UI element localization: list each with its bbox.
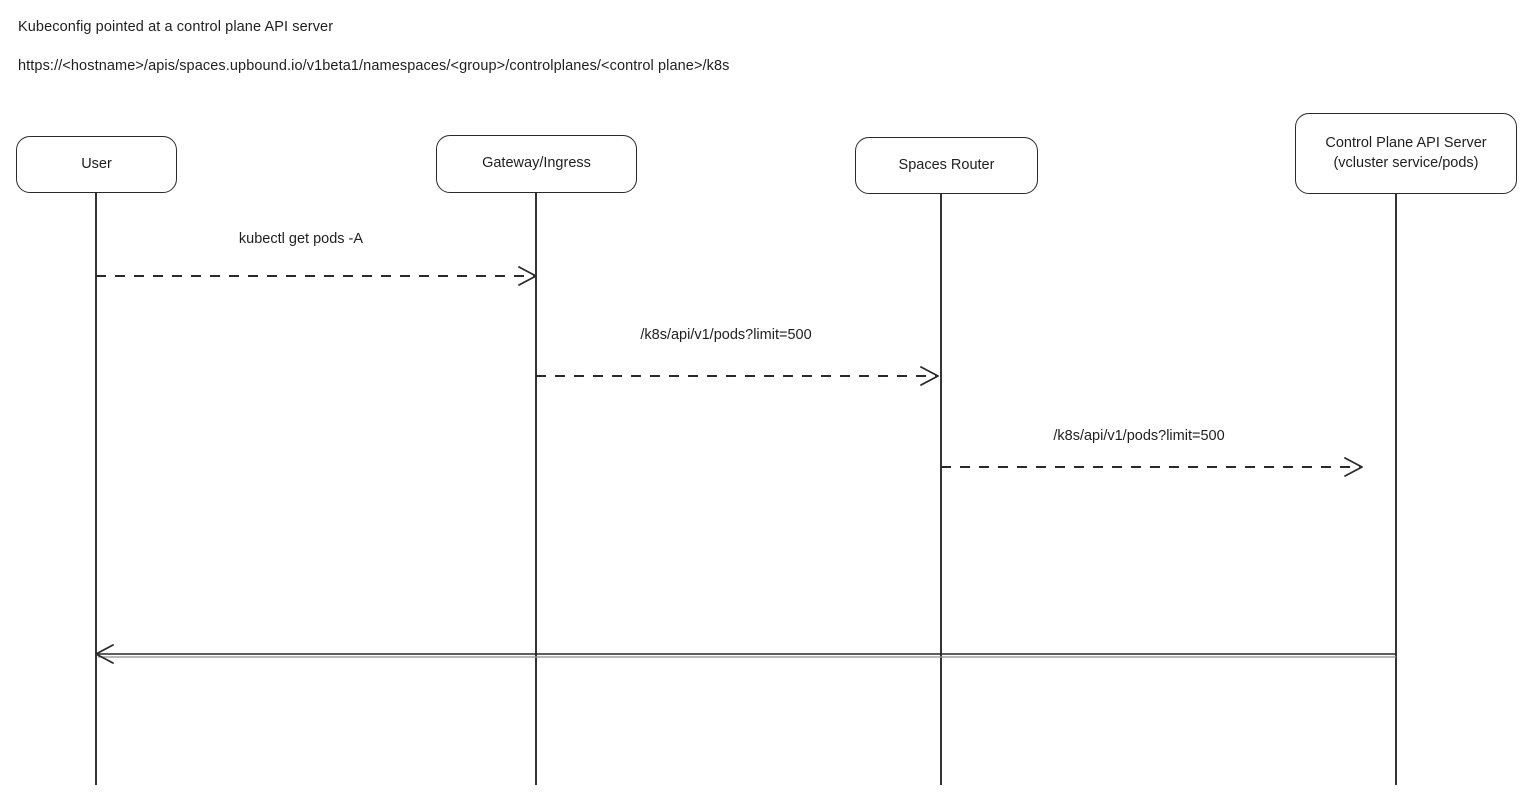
- participant-label-router: Spaces Router: [899, 156, 995, 176]
- participant-box-gateway[interactable]: Gateway/Ingress: [436, 135, 637, 193]
- participant-label-user: User: [81, 155, 112, 175]
- arrowhead-m4: [95, 644, 114, 664]
- participant-label-gateway: Gateway/Ingress: [482, 154, 591, 174]
- participant-label-line1-gateway: Gateway/Ingress: [482, 155, 591, 172]
- lifeline-group: [95, 193, 1397, 785]
- participant-label-line1-router: Spaces Router: [898, 156, 995, 173]
- participant-label-line1-user: User: [81, 155, 112, 172]
- participant-box-cpapi[interactable]: Control Plane API Server (vcluster servic…: [1295, 113, 1517, 194]
- message-label-m2: /k8s/api/v1/pods?limit=500: [640, 327, 812, 343]
- message-label-m3: /k8s/api/v1/pods?limit=500: [1053, 428, 1225, 444]
- participant-label-cpapi: Control Plane API Server (vcluster servic…: [1325, 134, 1486, 173]
- participant-label-line1-cpapi: Control Plane API Server: [1325, 134, 1487, 151]
- participant-box-user[interactable]: User: [16, 136, 177, 193]
- arrowhead-m2: [920, 366, 939, 386]
- note-kubeconfig-title: Kubeconfig pointed at a control plane AP…: [18, 19, 334, 35]
- message-label-m1: kubectl get pods -A: [238, 231, 364, 247]
- note-api-server-url: https://<hostname>/apis/spaces.upbound.i…: [18, 58, 730, 74]
- arrowhead-m1: [518, 266, 537, 286]
- participant-label-line2-cpapi: (vcluster service/pods): [1333, 154, 1479, 171]
- participant-box-router[interactable]: Spaces Router: [855, 137, 1038, 194]
- arrowhead-m3: [1344, 457, 1363, 477]
